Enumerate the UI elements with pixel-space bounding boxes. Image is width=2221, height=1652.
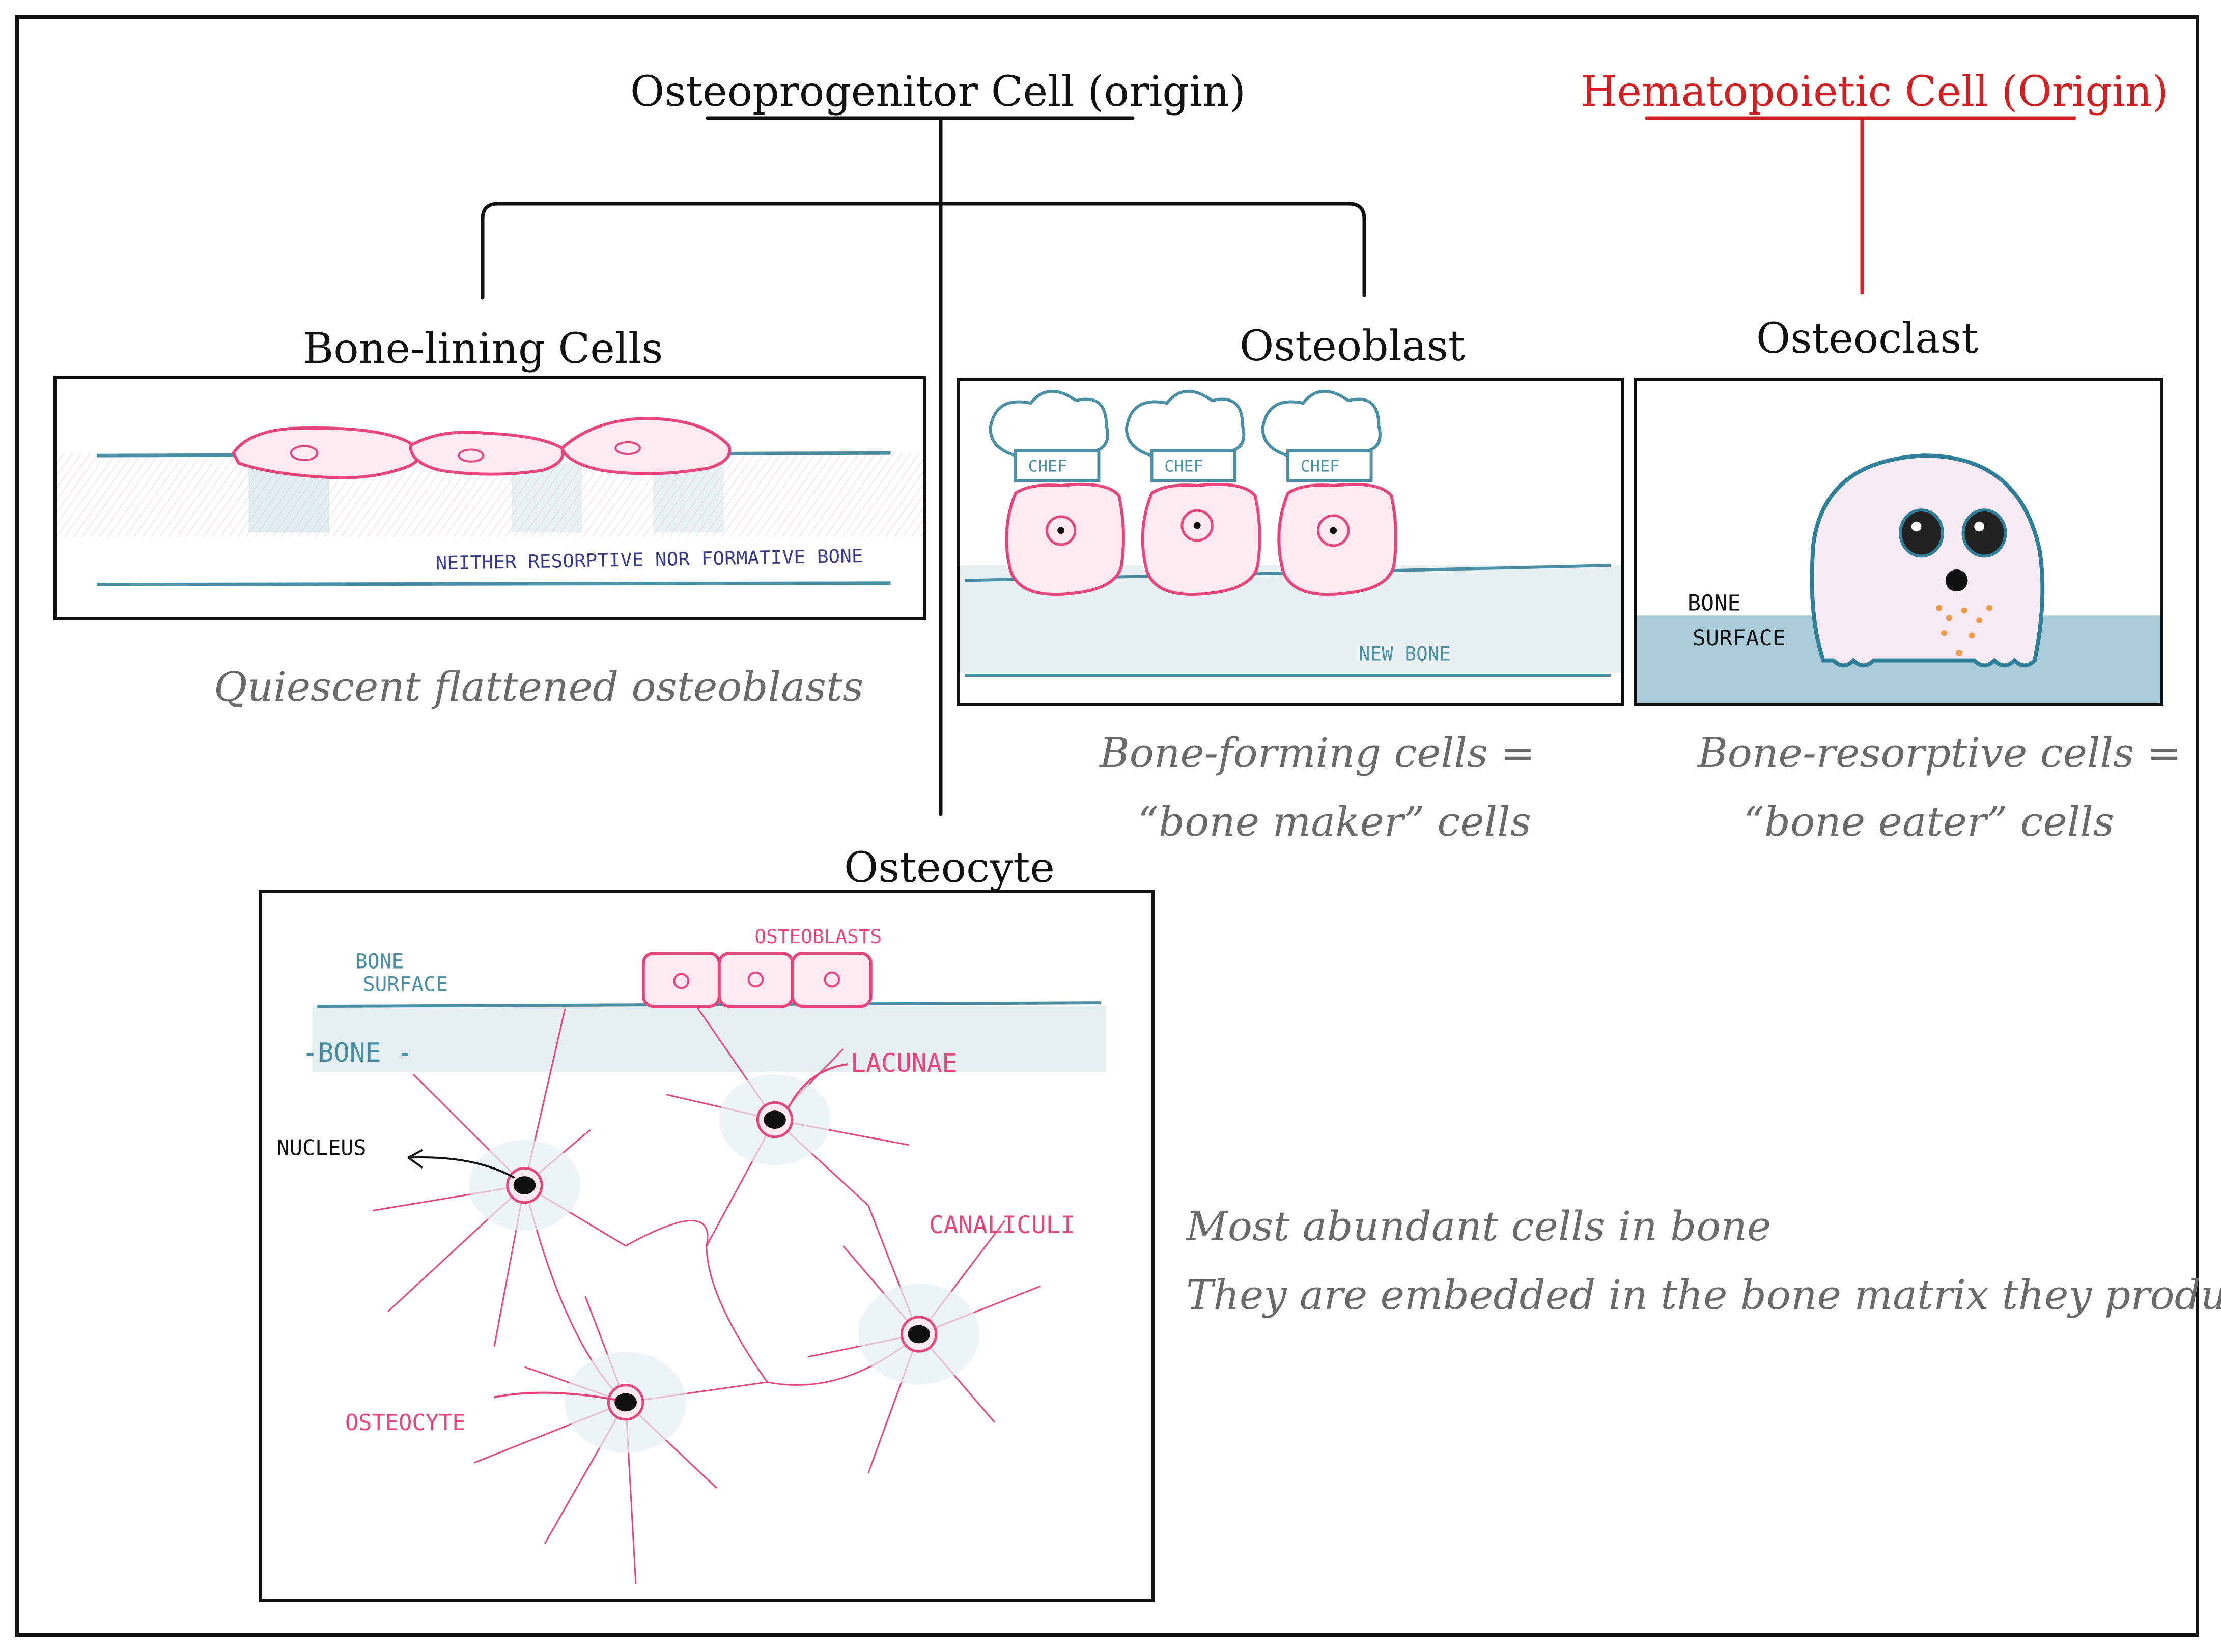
bone-lining-caption: Quiescent flattened osteoblasts [214,663,864,710]
osteoclast-panel: BONE SURFACE [1634,378,2163,706]
osteoprogenitor-bracket [481,202,1366,300]
bone-lining-panel-text: NEITHER RESORPTIVE NOR FORMATIVE BONE [435,545,863,574]
osteoblast-panel: CHEF CHEF CHEF NEW BONE [957,378,1624,706]
nucleus-pointer-arrow [408,1156,515,1179]
osteoclast-panel-text-2: SURFACE [1693,625,1786,651]
osteoclast-caption-line-2: “bone eater” cells [1744,798,2115,845]
diagram-frame [15,15,2199,1637]
osteocyte-title: Osteocyte [844,844,1055,892]
osteocyte-caption-line-2: They are embedded in the bone matrix the… [1186,1271,2221,1319]
osteoclast-title: Osteoclast [1756,315,1979,363]
surface-osteoblasts [641,951,873,1008]
hematopoietic-branch [1645,116,2076,295]
bone-lining-illustration: NEITHER RESORPTIVE NOR FORMATIVE BONE [57,417,923,587]
osteoclast-panel-text-1: BONE [1688,591,1741,616]
osteoblast-illustration: CHEF CHEF CHEF NEW BONE [960,389,1621,677]
lacunae-pointer-arrow [786,1063,849,1110]
osteocyte-panel: BONE SURFACE OSTEOBLASTS -BONE - LACUNAE… [259,890,1155,1602]
chef-osteoblast-3: CHEF [1261,389,1398,596]
osteoblast-caption-line-1: Bone-forming cells = [1100,729,1535,777]
osteoclast-illustration: BONE SURFACE [1637,453,2160,703]
nucleus-label: NUCLEUS [277,1135,367,1160]
osteoblast-caption-line-2: “bone maker” cells [1138,798,1531,845]
osteocyte-caption-line-1: Most abundant cells in bone [1186,1203,1772,1250]
bone-lining-panel: NEITHER RESORPTIVE NOR FORMATIVE BONE [53,376,926,620]
osteoclast-body [1810,453,2045,668]
hematopoietic-origin-label: Hematopoietic Cell (Origin) [1581,68,2169,116]
lining-cell-2 [409,431,565,476]
osteocyte-nuclei [513,1110,930,1412]
osteoclast-caption-line-1: Bone-resorptive cells = [1698,729,2181,777]
osteocyte-illustration: BONE SURFACE OSTEOBLASTS -BONE - LACUNAE… [277,925,1106,1584]
osteocyte-pointer-arrow [494,1391,616,1401]
osteoblast-title: Osteoblast [1240,322,1465,371]
osteocyte-label: OSTEOCYTE [345,1410,466,1436]
chef-hat-label-1: CHEF [1028,458,1067,476]
osteoblasts-label: OSTEOBLASTS [754,925,882,948]
osteoprogenitor-origin-label: Osteoprogenitor Cell (origin) [630,68,1246,116]
osteoprogenitor-branches [481,116,1366,816]
bone-surface-label-1: BONE [355,950,404,974]
canaliculi-label: CANALICULI [929,1211,1075,1239]
chef-osteoblast-2: CHEF [1125,389,1261,596]
lacunae-label: LACUNAE [851,1048,957,1078]
lining-cell-1 [232,426,422,479]
chef-osteoblast-1: CHEF [989,389,1125,596]
bone-surface-label-2: SURFACE [363,973,448,996]
chef-hat-label-3: CHEF [1301,458,1339,476]
osteocyte-lacunae [506,1101,938,1421]
bone-lining-title: Bone-lining Cells [303,325,663,373]
osteoblast-panel-text: NEW BONE [1359,643,1451,665]
chef-hat-label-2: CHEF [1164,458,1203,476]
bone-label: -BONE - [302,1038,413,1068]
lining-cell-3 [560,417,732,475]
